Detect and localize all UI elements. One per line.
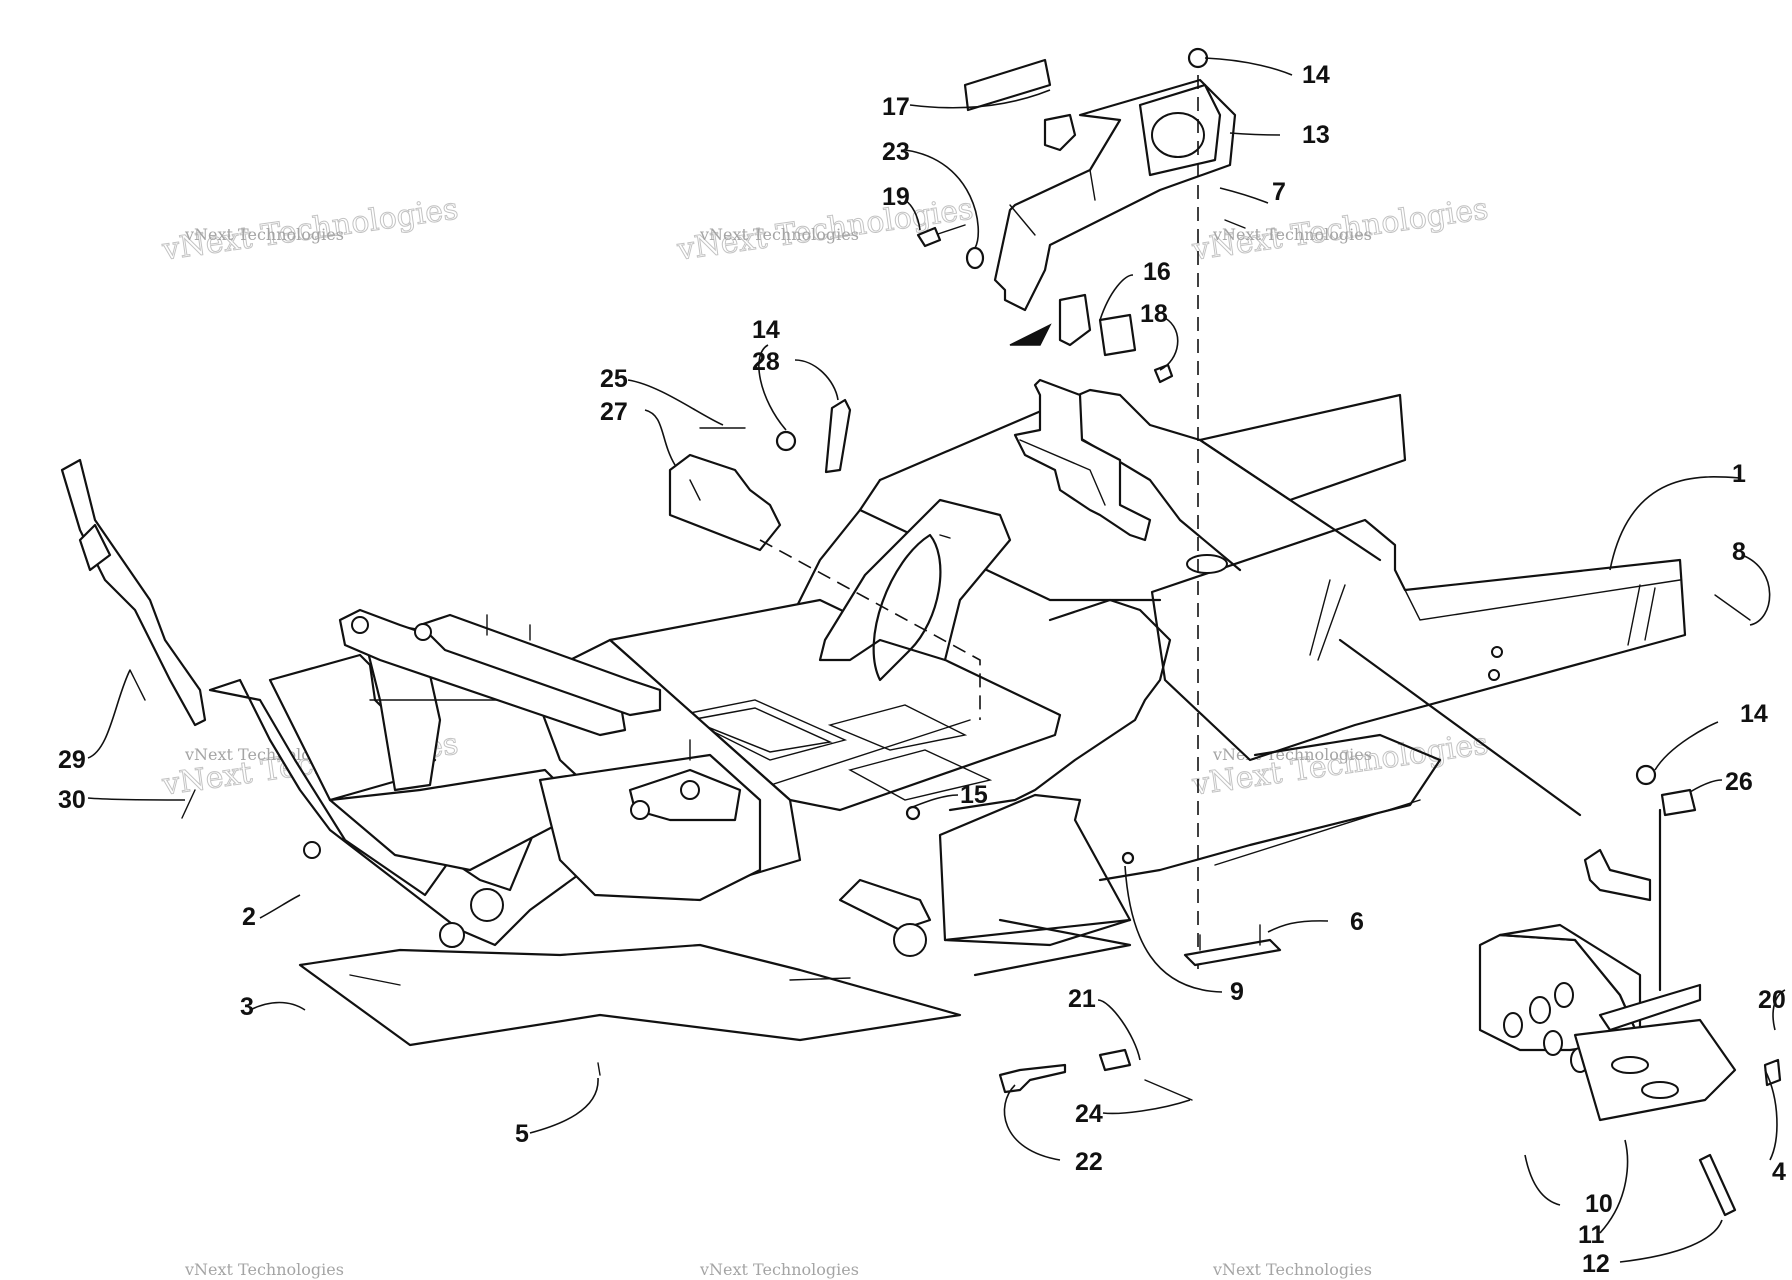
callout-6: 6 bbox=[1350, 908, 1364, 936]
callout-4: 4 bbox=[1772, 1158, 1786, 1186]
watermark-small: vNext Technologies bbox=[184, 1260, 344, 1279]
callout-23: 23 bbox=[882, 138, 910, 166]
steering-support-13 bbox=[916, 47, 1246, 970]
watermark-small: vNext Technologies bbox=[699, 1260, 859, 1279]
left-bracket-29 bbox=[60, 458, 207, 727]
callout-3: 3 bbox=[240, 993, 254, 1021]
front-bulkhead bbox=[208, 608, 932, 957]
callout-28: 28 bbox=[752, 348, 780, 376]
callout-5: 5 bbox=[515, 1120, 529, 1148]
callout-30: 30 bbox=[58, 786, 86, 814]
callout-7: 7 bbox=[1272, 178, 1286, 206]
callout-24: 24 bbox=[1075, 1100, 1103, 1128]
mount-plate-27 bbox=[668, 398, 981, 720]
callout-18: 18 bbox=[1140, 300, 1168, 328]
watermark-small: vNext Technologies bbox=[699, 225, 859, 244]
callout-29: 29 bbox=[58, 746, 86, 774]
callout-8: 8 bbox=[1732, 538, 1746, 566]
callout-14-right: 14 bbox=[1740, 700, 1768, 728]
callout-21: 21 bbox=[1068, 985, 1096, 1013]
callout-16: 16 bbox=[1143, 258, 1171, 286]
watermark-small: vNext Technologies bbox=[1212, 225, 1372, 244]
callout-14-top: 14 bbox=[1302, 61, 1330, 89]
callout-25: 25 bbox=[600, 365, 628, 393]
callout-1: 1 bbox=[1732, 460, 1746, 488]
watermark-small: vNext Technologies bbox=[184, 225, 344, 244]
callout-10: 10 bbox=[1585, 1190, 1613, 1218]
callout-12: 12 bbox=[1582, 1250, 1610, 1278]
callout-15: 15 bbox=[960, 781, 988, 809]
callout-17: 17 bbox=[882, 93, 910, 121]
callout-27: 27 bbox=[600, 398, 628, 426]
watermark-small: vNext Technologies bbox=[1212, 1260, 1372, 1279]
callout-9: 9 bbox=[1230, 978, 1244, 1006]
callout-11: 11 bbox=[1578, 1221, 1605, 1249]
callout-13: 13 bbox=[1302, 121, 1330, 149]
callout-19: 19 bbox=[882, 183, 910, 211]
callout-14-mid: 14 bbox=[752, 316, 780, 344]
small-hardware bbox=[181, 594, 1751, 1101]
callouts: 1 2 3 4 5 6 7 8 9 10 11 12 13 14 14 14 1… bbox=[58, 61, 1786, 1278]
callout-20: 20 bbox=[1758, 986, 1786, 1014]
leader-lines bbox=[87, 57, 1786, 1263]
skid-plate-3 bbox=[298, 943, 962, 1047]
callout-22: 22 bbox=[1075, 1148, 1103, 1176]
rear-bracket-assembly bbox=[1478, 764, 1782, 1217]
callout-2: 2 bbox=[242, 903, 256, 931]
callout-26: 26 bbox=[1725, 768, 1753, 796]
